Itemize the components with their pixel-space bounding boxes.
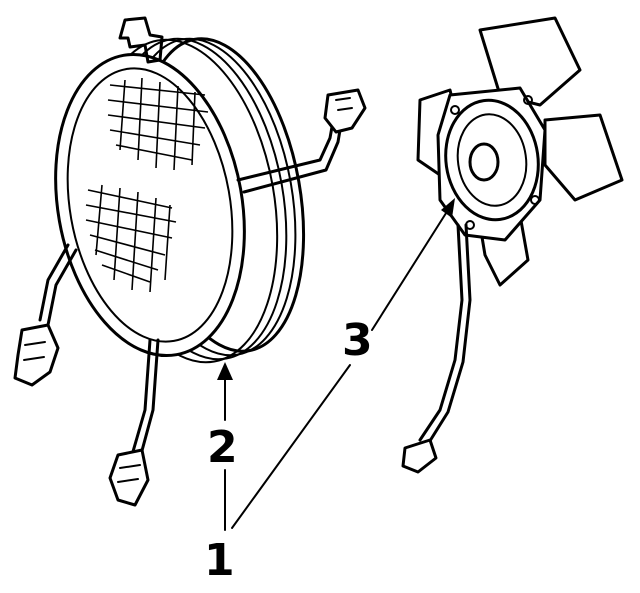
upper-mesh-grid: [107, 77, 209, 171]
shroud-front-face: [54, 52, 246, 358]
fan-motor-assembly: [401, 16, 624, 474]
wire-connector-icon: [401, 438, 438, 474]
right-wire-harness: [236, 88, 367, 194]
callout-1: 1: [204, 535, 235, 586]
lower-mesh-grid: [85, 184, 177, 293]
callout-3: 3: [342, 315, 373, 366]
callout-leaders: [217, 198, 455, 531]
top-mount-bracket: [118, 16, 164, 64]
wire-connector-icon: [108, 448, 150, 507]
bottom-wire-harness: [108, 338, 160, 507]
fan-motor-icon: [436, 86, 547, 242]
wire-connector-icon: [13, 323, 60, 387]
fan-shroud-assembly: [13, 16, 367, 507]
wire-connector-icon: [323, 88, 367, 134]
callout-2: 2: [207, 422, 238, 473]
motor-lead-wire: [401, 223, 472, 474]
left-wire-harness: [13, 243, 78, 387]
